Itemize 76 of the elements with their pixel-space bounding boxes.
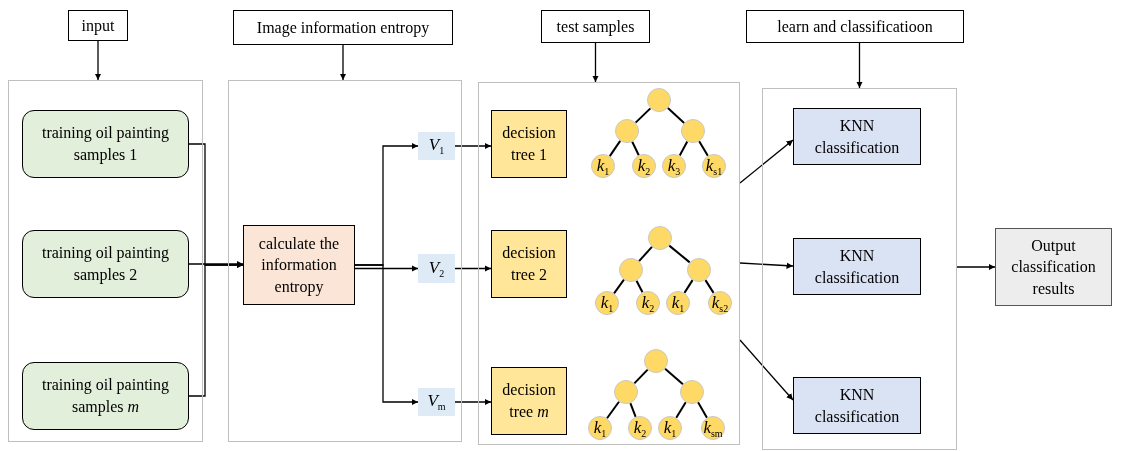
arrow (339, 44, 347, 81)
tree-branch (664, 367, 684, 386)
sample-box: training oil painting samples 1 (22, 110, 189, 178)
tree-node-circle (648, 226, 672, 250)
step-heading-box: learn and classificatioon (746, 10, 964, 43)
tree-node-circle: k$_{s2}$ (708, 291, 732, 315)
tree-branch (634, 107, 652, 124)
tree-branch (668, 244, 691, 264)
tree-node-circle (619, 258, 643, 282)
tree-branch (635, 279, 644, 294)
tree-branch (608, 139, 622, 158)
process-box: calculate the information entropy (243, 225, 355, 305)
arrow (739, 139, 794, 184)
arrow (94, 40, 102, 81)
vector-box: V$_{1}$ (418, 132, 455, 160)
arrow (856, 42, 863, 89)
sample-box: training oil painting samples m (22, 362, 189, 430)
stage-panel (762, 88, 957, 450)
tree-branch (675, 401, 687, 419)
arrow (354, 264, 419, 406)
tree-branch (606, 400, 620, 420)
arrow (739, 339, 794, 401)
decision-tree-box: decision tree 2 (491, 230, 567, 298)
tree-node-circle (687, 258, 711, 282)
arrow (454, 142, 492, 150)
tree-branch (666, 107, 686, 124)
tree-node-circle (614, 380, 638, 404)
vector-box: V$_{2}$ (418, 254, 455, 283)
stage-panel (478, 82, 740, 445)
tree-branch (631, 140, 640, 157)
classifier-box: KNN classification (793, 238, 921, 295)
tree-node-circle: k$_{sm}$ (701, 416, 725, 440)
tree-node-circle (615, 119, 639, 143)
arrow (592, 42, 599, 83)
arrow (354, 265, 419, 272)
output-box: Output classification results (995, 228, 1112, 306)
step-heading-box: test samples (541, 10, 650, 43)
arrow (454, 265, 492, 272)
tree-node-circle (647, 88, 671, 112)
tree-node-circle: k$_{2}$ (628, 416, 652, 440)
classifier-box: KNN classification (793, 108, 921, 165)
tree-node-circle: k$_{s1}$ (702, 154, 726, 178)
tree-branch (683, 279, 694, 294)
arrow (188, 260, 244, 268)
stage-panel (8, 80, 203, 442)
tree-branch (704, 279, 715, 294)
arrow (188, 261, 244, 397)
tree-branch (638, 245, 653, 263)
decision-tree-box: decision tree m (491, 367, 567, 435)
arrow (454, 398, 492, 406)
tree-branch (678, 140, 689, 157)
tree-node-circle: k$_{1}$ (591, 154, 615, 178)
tree-node-circle: k$_{3}$ (662, 154, 686, 178)
stage-panel (228, 80, 462, 442)
tree-node-circle: k$_{1}$ (658, 416, 682, 440)
tree-node-circle: k$_{2}$ (636, 291, 660, 315)
tree-node-circle: k$_{2}$ (632, 154, 656, 178)
vector-box: V$_{m}$ (418, 388, 455, 416)
tree-branch (698, 140, 709, 157)
tree-branch (629, 402, 637, 418)
tree-node-circle (681, 119, 705, 143)
classifier-box: KNN classification (793, 377, 921, 434)
step-heading-box: Image information entropy (233, 10, 453, 45)
sample-box: training oil painting samples 2 (22, 230, 189, 298)
tree-branch (633, 368, 649, 385)
step-heading-box: input (68, 10, 128, 41)
tree-branch (697, 401, 708, 419)
arrow (739, 262, 794, 269)
tree-node-circle (680, 380, 704, 404)
tree-node-circle (644, 349, 668, 373)
tree-node-circle: k$_{1}$ (666, 291, 690, 315)
tree-node-circle: k$_{1}$ (588, 416, 612, 440)
decision-tree-box: decision tree 1 (491, 110, 567, 178)
arrow (956, 263, 996, 271)
tree-branch (613, 278, 625, 295)
tree-node-circle: k$_{1}$ (595, 291, 619, 315)
